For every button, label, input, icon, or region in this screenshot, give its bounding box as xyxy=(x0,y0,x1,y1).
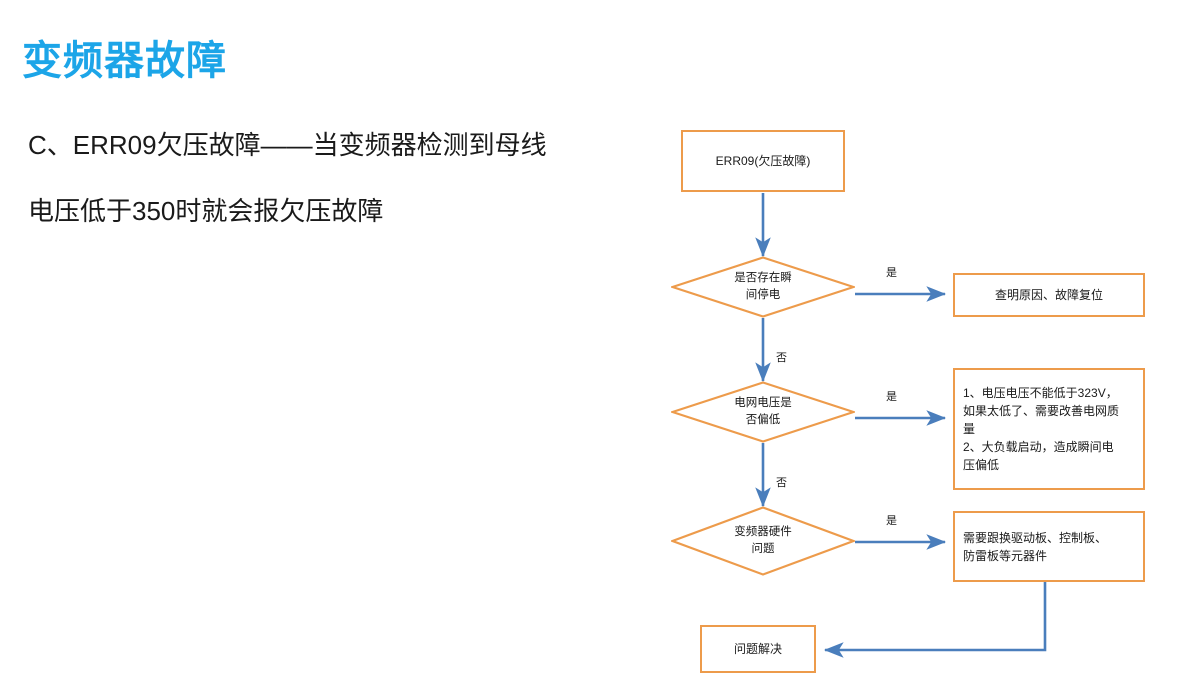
diamond-shape-icon xyxy=(671,256,855,318)
flow-node-result-1[interactable]: 查明原因、故障复位 xyxy=(953,273,1145,317)
flow-node-result-2[interactable]: 1、电压电压不能低于323V， 如果太低了、需要改善电网质 量 2、大负载启动，… xyxy=(953,368,1145,490)
decision-2-line-1: 电网电压是 xyxy=(734,397,792,410)
result-2-line-5: 压偏低 xyxy=(963,458,1000,472)
diamond-shape-icon xyxy=(671,506,855,576)
result-2-line-2: 如果太低了、需要改善电网质 xyxy=(963,404,1120,418)
flow-node-decision-2[interactable]: 电网电压是 否偏低 xyxy=(671,381,855,443)
decision-1-line-2: 间停电 xyxy=(745,289,781,301)
decision-3-line-1: 变频器硬件 xyxy=(734,526,792,539)
diamond-shape-icon xyxy=(671,381,855,443)
edge-label-yes-1: 是 xyxy=(886,267,897,279)
flow-node-result-2-label: 1、电压电压不能低于323V， 如果太低了、需要改善电网质 量 2、大负载启动，… xyxy=(963,384,1119,474)
flow-node-decision-3-label: 变频器硬件 问题 xyxy=(671,506,855,576)
flow-node-decision-3[interactable]: 变频器硬件 问题 xyxy=(671,506,855,576)
flow-node-decision-1-label: 是否存在瞬 间停电 xyxy=(671,256,855,318)
edge-label-no-2: 否 xyxy=(776,477,787,489)
edge-label-yes-2: 是 xyxy=(886,391,897,403)
edge-label-no-1: 否 xyxy=(776,352,787,364)
result-2-line-1: 1、电压电压不能低于323V， xyxy=(963,386,1118,400)
flow-node-end-label: 问题解决 xyxy=(733,642,782,656)
result-2-line-4: 2、大负载启动，造成瞬间电 xyxy=(963,440,1114,454)
decision-2-line-2: 否偏低 xyxy=(745,414,781,426)
flow-node-start[interactable]: ERR09(欠压故障) xyxy=(681,130,845,192)
flow-node-result-1-label: 查明原因、故障复位 xyxy=(994,288,1103,302)
flow-node-end[interactable]: 问题解决 xyxy=(700,625,816,673)
flow-node-result-3[interactable]: 需要跟换驱动板、控制板、 防雷板等元器件 xyxy=(953,511,1145,582)
result-3-line-1: 需要跟换驱动板、控制板、 xyxy=(963,530,1108,545)
decision-3-line-2: 问题 xyxy=(751,543,775,555)
body-text-block: C、ERR09欠压故障——当变频器检测到母线 电压低于350时就会报欠压故障 xyxy=(28,132,668,264)
result-2-line-3: 量 xyxy=(963,422,976,436)
flow-node-result-3-label: 需要跟换驱动板、控制板、 防雷板等元器件 xyxy=(963,529,1107,565)
edge-result3-to-end xyxy=(823,582,1047,658)
page-title: 变频器故障 xyxy=(22,39,227,83)
flow-node-decision-2-label: 电网电压是 否偏低 xyxy=(671,381,855,443)
decision-1-line-1: 是否存在瞬 xyxy=(734,272,792,285)
edge-label-yes-3: 是 xyxy=(886,515,897,527)
result-3-line-2: 防雷板等元器件 xyxy=(963,548,1048,563)
body-line-2: 电压低于350时就会报欠压故障 xyxy=(28,196,384,226)
flow-node-start-label: ERR09(欠压故障) xyxy=(715,154,811,168)
body-line-1: C、ERR09欠压故障——当变频器检测到母线 xyxy=(28,130,547,160)
flow-node-decision-1[interactable]: 是否存在瞬 间停电 xyxy=(671,256,855,318)
